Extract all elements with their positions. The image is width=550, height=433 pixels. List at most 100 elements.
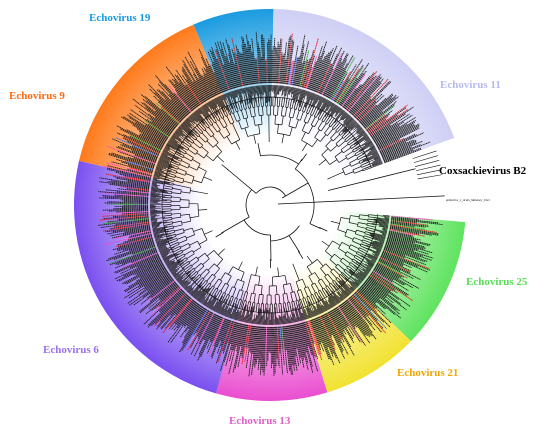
leaf-label-e11 <box>339 63 370 106</box>
leaf-label-e11 <box>353 98 372 117</box>
leaf-label-e21 <box>339 304 356 327</box>
leaf-label-e9 <box>154 74 190 114</box>
leaf-label-e13 <box>275 326 278 359</box>
leaf-label-e11 <box>365 114 386 131</box>
leaf-label-e9 <box>111 138 158 159</box>
leaf-label-e9 <box>149 117 172 134</box>
leaf-label-e9 <box>131 145 159 158</box>
leaf-label-e9 <box>138 134 163 148</box>
leaf-label-e13 <box>287 325 296 372</box>
leaf-label-e25 <box>373 269 393 283</box>
leaf-label-e6 <box>158 287 181 308</box>
leaf-label-e25 <box>365 280 394 304</box>
leaf-label-e6 <box>167 302 198 343</box>
leaf-label-e11 <box>363 111 383 128</box>
leaf-label-e25 <box>370 273 396 291</box>
leaf-label-e9 <box>108 153 154 170</box>
leaf-label-e9 <box>148 83 184 120</box>
leaf-label-e19 <box>234 63 241 87</box>
leaf-label-e21 <box>349 297 367 317</box>
leaf-label-e6 <box>110 227 151 237</box>
leaf-label-e9 <box>136 128 165 145</box>
leaf-label-e9 <box>144 95 179 126</box>
leaf-label-e9 <box>205 73 217 96</box>
leaf-label-e25 <box>375 265 413 289</box>
leaf-label-e21 <box>347 298 364 319</box>
leaf-label-e6 <box>150 287 182 317</box>
leaf-label-e11 <box>364 101 397 129</box>
stem-e6 <box>215 232 224 238</box>
leaf-label-e6 <box>106 225 150 235</box>
leaf-label-e6 <box>121 261 163 285</box>
leaf-label-e6 <box>159 289 183 313</box>
leaf-labels <box>97 31 443 377</box>
label-echovirus-19: Echovirus 19 <box>89 12 151 24</box>
leaf-label-e11 <box>282 59 287 84</box>
leaf-label-e6 <box>196 310 210 333</box>
leaf-label-e9 <box>174 89 193 112</box>
leaf-label-e9 <box>116 125 162 150</box>
leaf-label-e6 <box>182 307 205 343</box>
leaf-label-e6 <box>198 313 215 345</box>
leaf-label-e6 <box>116 191 149 196</box>
leaf-label-e25 <box>379 258 421 281</box>
leaf-label-e11 <box>344 76 370 109</box>
leaf-label-e6 <box>102 195 149 199</box>
leaf-label-e11 <box>356 101 377 121</box>
leaf-label-e6 <box>193 313 216 357</box>
leaf-label-e9 <box>126 129 163 149</box>
leaf-label-e13 <box>255 326 260 364</box>
label-echovirus-9: Echovirus 9 <box>9 90 65 102</box>
label-echovirus-6: Echovirus 6 <box>43 344 99 356</box>
leaf-label-e19 <box>235 44 246 86</box>
leaf-label-e6 <box>102 223 150 232</box>
leaf-label-e9 <box>117 145 157 162</box>
leaf-label-e6 <box>106 167 152 179</box>
leaf-label-e25 <box>381 254 404 266</box>
leaf-label-e13 <box>240 324 246 347</box>
leaf-label-e25 <box>362 283 380 299</box>
leaf-label-e21 <box>309 320 322 355</box>
leaf-label-e9 <box>173 92 191 113</box>
leaf-label-e11 <box>374 123 408 144</box>
leaf-label-e21 <box>324 313 344 351</box>
leaf-label-e25 <box>375 265 400 280</box>
leaf-label-e11 <box>298 60 306 87</box>
leaf-label-e9 <box>202 73 216 97</box>
leaf-label-e6 <box>123 175 151 182</box>
leaf-label-e11 <box>316 59 331 93</box>
leaf-label-e9 <box>107 145 156 164</box>
leaf-label-e6 <box>127 274 170 304</box>
leaf-label-e25 <box>382 250 430 271</box>
leaf-label-e9 <box>147 123 169 138</box>
leaf-label-e21 <box>335 307 349 327</box>
leaf-label-e11 <box>372 122 398 140</box>
leaf-label-e13 <box>262 326 266 373</box>
leaf-label-e25 <box>389 226 439 236</box>
leaf-label-e11 <box>328 62 348 99</box>
leaf-label-e25 <box>391 216 419 221</box>
leaf-label-e6 <box>180 305 202 338</box>
leaf-label-e25 <box>390 220 429 227</box>
leaf-label-e6 <box>184 306 203 333</box>
leaf-label-e13 <box>250 325 255 354</box>
leaf-label-e21 <box>355 291 391 328</box>
leaf-label-e6 <box>123 200 149 203</box>
coxsackie-branch <box>328 168 416 191</box>
leaf-label-e11 <box>342 84 361 108</box>
leaf-label-e25 <box>374 266 406 286</box>
leaf-label-e6 <box>140 279 174 305</box>
leaf-label-e6 <box>113 244 155 260</box>
leaf-label-e6 <box>105 224 150 233</box>
leaf-label-e6 <box>135 264 165 282</box>
leaf-label-e6 <box>122 240 154 251</box>
leaf-label-e25 <box>370 274 398 294</box>
leaf-label-e25 <box>388 232 421 241</box>
leaf-label-e6 <box>104 202 149 204</box>
leaf-label-e6 <box>149 281 176 302</box>
leaf-label-e6 <box>116 258 161 282</box>
leaf-label-e6 <box>100 220 150 229</box>
leaf-label-e6 <box>109 183 150 190</box>
leaf-label-e9 <box>209 64 223 94</box>
